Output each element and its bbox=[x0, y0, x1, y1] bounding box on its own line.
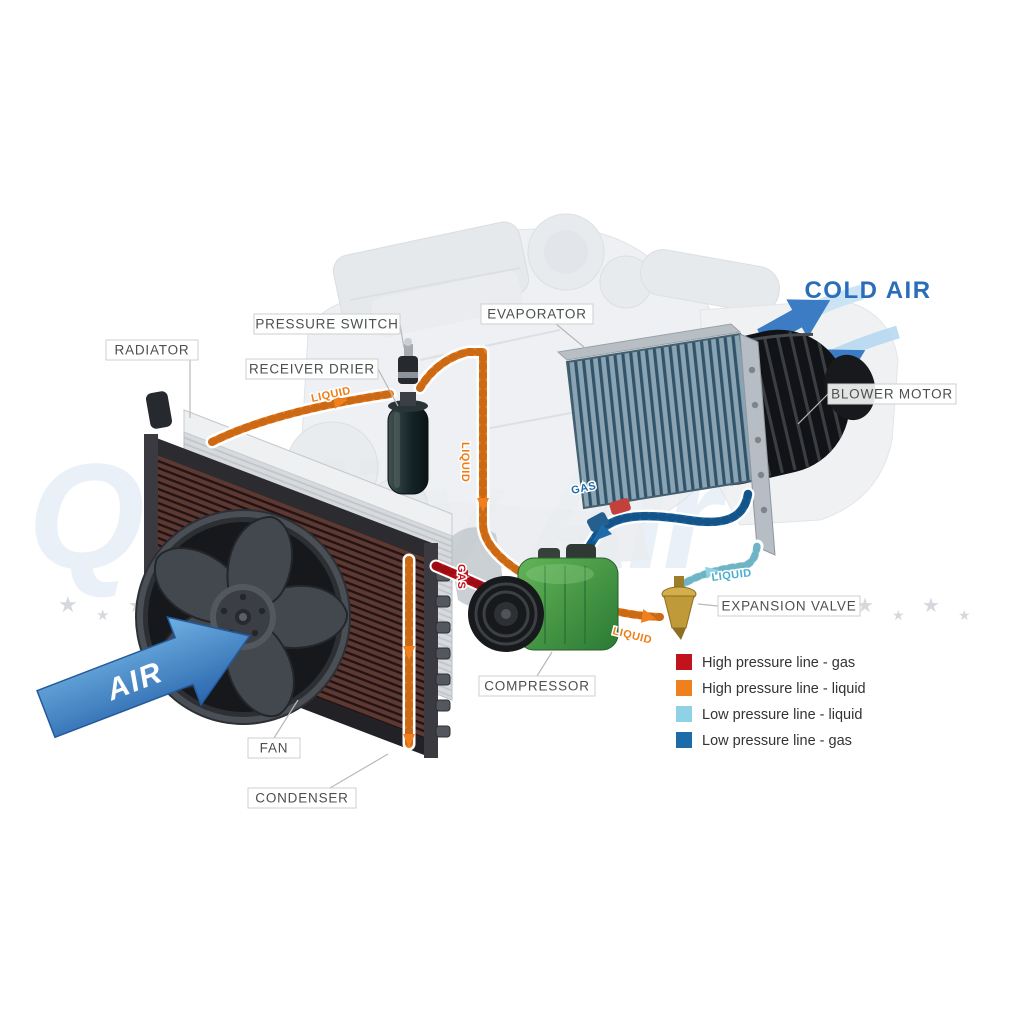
flow-arrow-icon bbox=[403, 734, 415, 748]
label-receiver-drier: RECEIVER DRIER bbox=[245, 358, 399, 407]
legend-item-hp-liquid: High pressure line - liquid bbox=[676, 680, 866, 697]
evaporator bbox=[556, 323, 776, 556]
air-inlet-arrow: AIR bbox=[36, 616, 251, 739]
flow-arrow-icon bbox=[640, 609, 656, 623]
condenser-right-rail bbox=[424, 543, 438, 758]
evaporator-core bbox=[565, 332, 759, 510]
legend-label: Low pressure line - liquid bbox=[702, 707, 862, 723]
label-condenser: CONDENSER bbox=[247, 753, 389, 809]
pipe-label-liquid: LIQUID bbox=[459, 442, 471, 482]
pressure-switch bbox=[398, 338, 418, 384]
evaporator-top-face bbox=[556, 323, 742, 361]
legend: High pressure line - gas High pressure l… bbox=[676, 654, 866, 749]
label-text: PRESSURE SWITCH bbox=[255, 317, 398, 332]
label-evaporator: EVAPORATOR bbox=[480, 303, 594, 353]
label-text: CONDENSER bbox=[255, 791, 348, 806]
label-text: COMPRESSOR bbox=[484, 679, 590, 694]
flow-arrow-icon bbox=[592, 524, 612, 542]
legend-swatch-hp-gas bbox=[676, 654, 692, 670]
cold-air-label: COLD AIR bbox=[804, 277, 931, 304]
radiator-top-tank bbox=[183, 409, 453, 537]
condenser-fittings bbox=[435, 569, 451, 738]
label-text: BLOWER MOTOR bbox=[831, 387, 953, 402]
label-fan: FAN bbox=[247, 699, 301, 759]
label-compressor: COMPRESSOR bbox=[478, 651, 596, 697]
flow-arrow-icon bbox=[705, 566, 719, 579]
label-blower-motor: BLOWER MOTOR bbox=[797, 383, 957, 425]
legend-item-lp-gas: Low pressure line - gas bbox=[676, 732, 852, 749]
label-text: EXPANSION VALVE bbox=[721, 599, 856, 614]
component-labels: RADIATOR PRESSURE SWITCH RECEIVER DRIER … bbox=[105, 303, 957, 809]
pipe-fitting-red bbox=[609, 498, 631, 515]
flow-arrow-icon bbox=[403, 646, 415, 660]
legend-swatch-lp-liquid bbox=[676, 706, 692, 722]
legend-swatch-hp-liquid bbox=[676, 680, 692, 696]
watermark-star-icon: ★ bbox=[96, 607, 109, 624]
flow-arrow-icon bbox=[452, 570, 468, 584]
legend-item-hp-gas: High pressure line - gas bbox=[676, 654, 855, 671]
watermark-star-icon: ★ bbox=[58, 592, 78, 617]
legend-label: High pressure line - gas bbox=[702, 655, 855, 671]
flow-arrow-icon bbox=[333, 395, 348, 409]
radiator-fitting bbox=[145, 391, 173, 429]
watermark-star-icon: ★ bbox=[958, 607, 971, 623]
label-text: FAN bbox=[260, 741, 289, 756]
drier-neck bbox=[400, 392, 416, 406]
pipe-label-gas: GAS bbox=[455, 564, 467, 589]
label-expansion-valve: EXPANSION VALVE bbox=[697, 595, 861, 617]
compressor bbox=[468, 544, 619, 652]
label-text: EVAPORATOR bbox=[487, 307, 587, 322]
flow-arrow-icon bbox=[477, 498, 489, 512]
label-pressure-switch: PRESSURE SWITCH bbox=[253, 313, 405, 349]
receiver-drier bbox=[387, 392, 429, 495]
label-text: RADIATOR bbox=[115, 343, 190, 358]
condenser-top-rail bbox=[146, 434, 432, 560]
legend-swatch-lp-gas bbox=[676, 732, 692, 748]
legend-label: Low pressure line - gas bbox=[702, 733, 852, 749]
legend-label: High pressure line - liquid bbox=[702, 681, 866, 697]
watermark-star-icon: ★ bbox=[892, 607, 905, 623]
legend-item-lp-liquid: Low pressure line - liquid bbox=[676, 706, 862, 723]
pipe-low-pressure-liquid bbox=[673, 539, 764, 593]
evaporator-mounting-plate bbox=[739, 333, 776, 556]
label-text: RECEIVER DRIER bbox=[249, 362, 375, 377]
label-radiator: RADIATOR bbox=[105, 339, 199, 418]
watermark-star-icon: ★ bbox=[922, 595, 940, 617]
expansion-valve bbox=[661, 576, 697, 640]
